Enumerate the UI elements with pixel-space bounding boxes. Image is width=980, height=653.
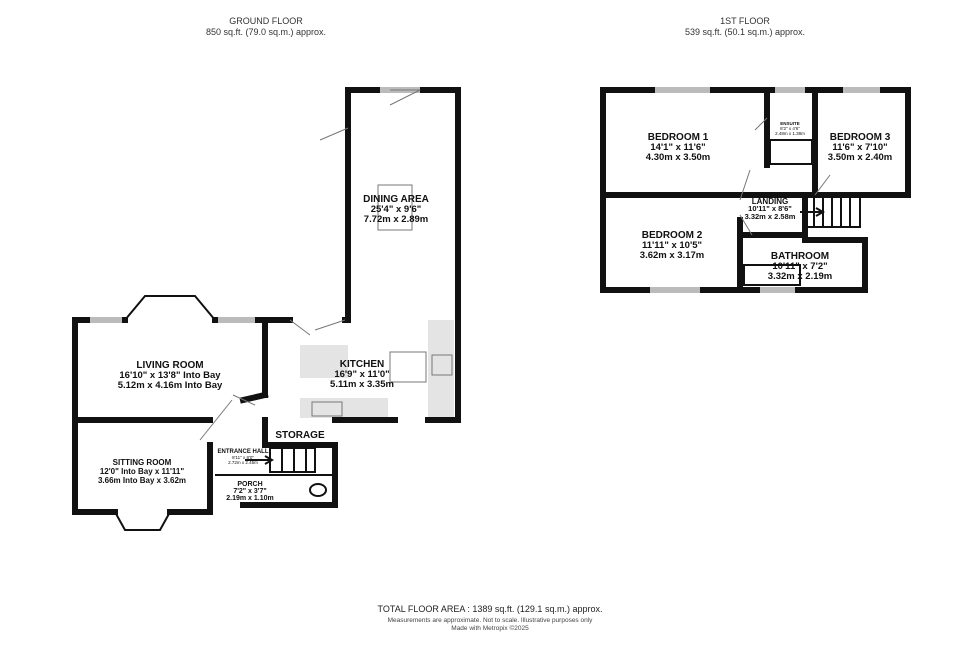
first-floor-plan <box>600 87 911 293</box>
room-dims-metric: 3.62m x 3.17m <box>640 250 704 261</box>
room-name: ENSUITE <box>780 121 800 126</box>
ground-floor-plan <box>72 87 461 531</box>
room-dims-metric: 3.50m x 2.40m <box>828 152 892 163</box>
room-name: ENTRANCE HALL <box>218 449 269 455</box>
room-dims-imperial: 14'1" x 11'6" <box>650 142 705 153</box>
room-name: BEDROOM 3 <box>830 132 891 143</box>
room-dims-metric: 2.19m x 1.10m <box>226 495 273 502</box>
room-dims-imperial: 11'11" x 10'5" <box>642 240 702 251</box>
credit: Made with Metropix ©2025 <box>451 624 529 632</box>
room-name: LANDING <box>752 197 788 206</box>
room-dims-metric: 3.32m x 2.19m <box>768 271 832 282</box>
room-name: LIVING ROOM <box>136 360 203 371</box>
staircase <box>800 196 861 228</box>
room-name: PORCH <box>237 481 262 488</box>
room-dims-imperial: 16'9" x 11'0" <box>334 369 389 380</box>
ground-floor-title: GROUND FLOOR <box>229 16 303 26</box>
first-floor-area: 539 sq.ft. (50.1 sq.m.) approx. <box>685 27 805 37</box>
room-dims-metric: 5.11m x 3.35m <box>330 379 394 390</box>
first-floor-title: 1ST FLOOR <box>720 16 770 26</box>
room-dims-imperial: 7'2" x 3'7" <box>233 488 266 495</box>
disclaimer: Measurements are approximate. Not to sca… <box>388 617 594 624</box>
total-floor-area: TOTAL FLOOR AREA : 1389 sq.ft. (129.1 sq… <box>378 604 603 614</box>
room-name: BEDROOM 2 <box>642 230 703 241</box>
ground-floor-labels: DINING AREA 25'4" x 9'6" 7.72m x 2.89m L… <box>98 194 429 502</box>
room-dims-metric: 2.48m x 1.38m <box>775 131 805 136</box>
room-dims-imperial: 8'2" x 4'6" <box>780 126 800 131</box>
ground-floor-area: 850 sq.ft. (79.0 sq.m.) approx. <box>206 27 326 37</box>
room-dims-imperial: 25'4" x 9'6" <box>371 204 422 215</box>
room-name: DINING AREA <box>363 194 429 205</box>
room-name: KITCHEN <box>340 359 384 370</box>
room-dims-metric: 5.12m x 4.16m Into Bay <box>118 380 223 391</box>
room-dims-imperial: 8'11" x 8'0" <box>232 455 254 460</box>
room-dims-imperial: 16'10" x 13'8" Into Bay <box>119 370 221 381</box>
room-name: BATHROOM <box>771 251 829 262</box>
staircase <box>245 447 316 473</box>
room-dims-imperial: 10'11" x 8'6" <box>748 204 792 213</box>
room-dims-metric: 3.66m Into Bay x 3.62m <box>98 476 186 485</box>
room-dims-metric: 4.30m x 3.50m <box>646 152 710 163</box>
room-dims-imperial: 12'0" Into Bay x 11'11" <box>100 467 185 476</box>
room-dims-imperial: 11'6" x 7'10" <box>832 142 887 153</box>
room-name: STORAGE <box>275 430 325 441</box>
room-dims-imperial: 10'11" x 7'2" <box>772 261 827 272</box>
room-dims-metric: 3.32m x 2.58m <box>745 212 796 221</box>
room-dims-metric: 7.72m x 2.89m <box>364 214 428 225</box>
room-name: SITTING ROOM <box>113 458 172 467</box>
first-floor-labels: BEDROOM 1 14'1" x 11'6" 4.30m x 3.50m EN… <box>640 121 892 282</box>
room-dims-metric: 2.72m x 2.45m <box>228 460 258 465</box>
room-name: BEDROOM 1 <box>648 132 709 143</box>
